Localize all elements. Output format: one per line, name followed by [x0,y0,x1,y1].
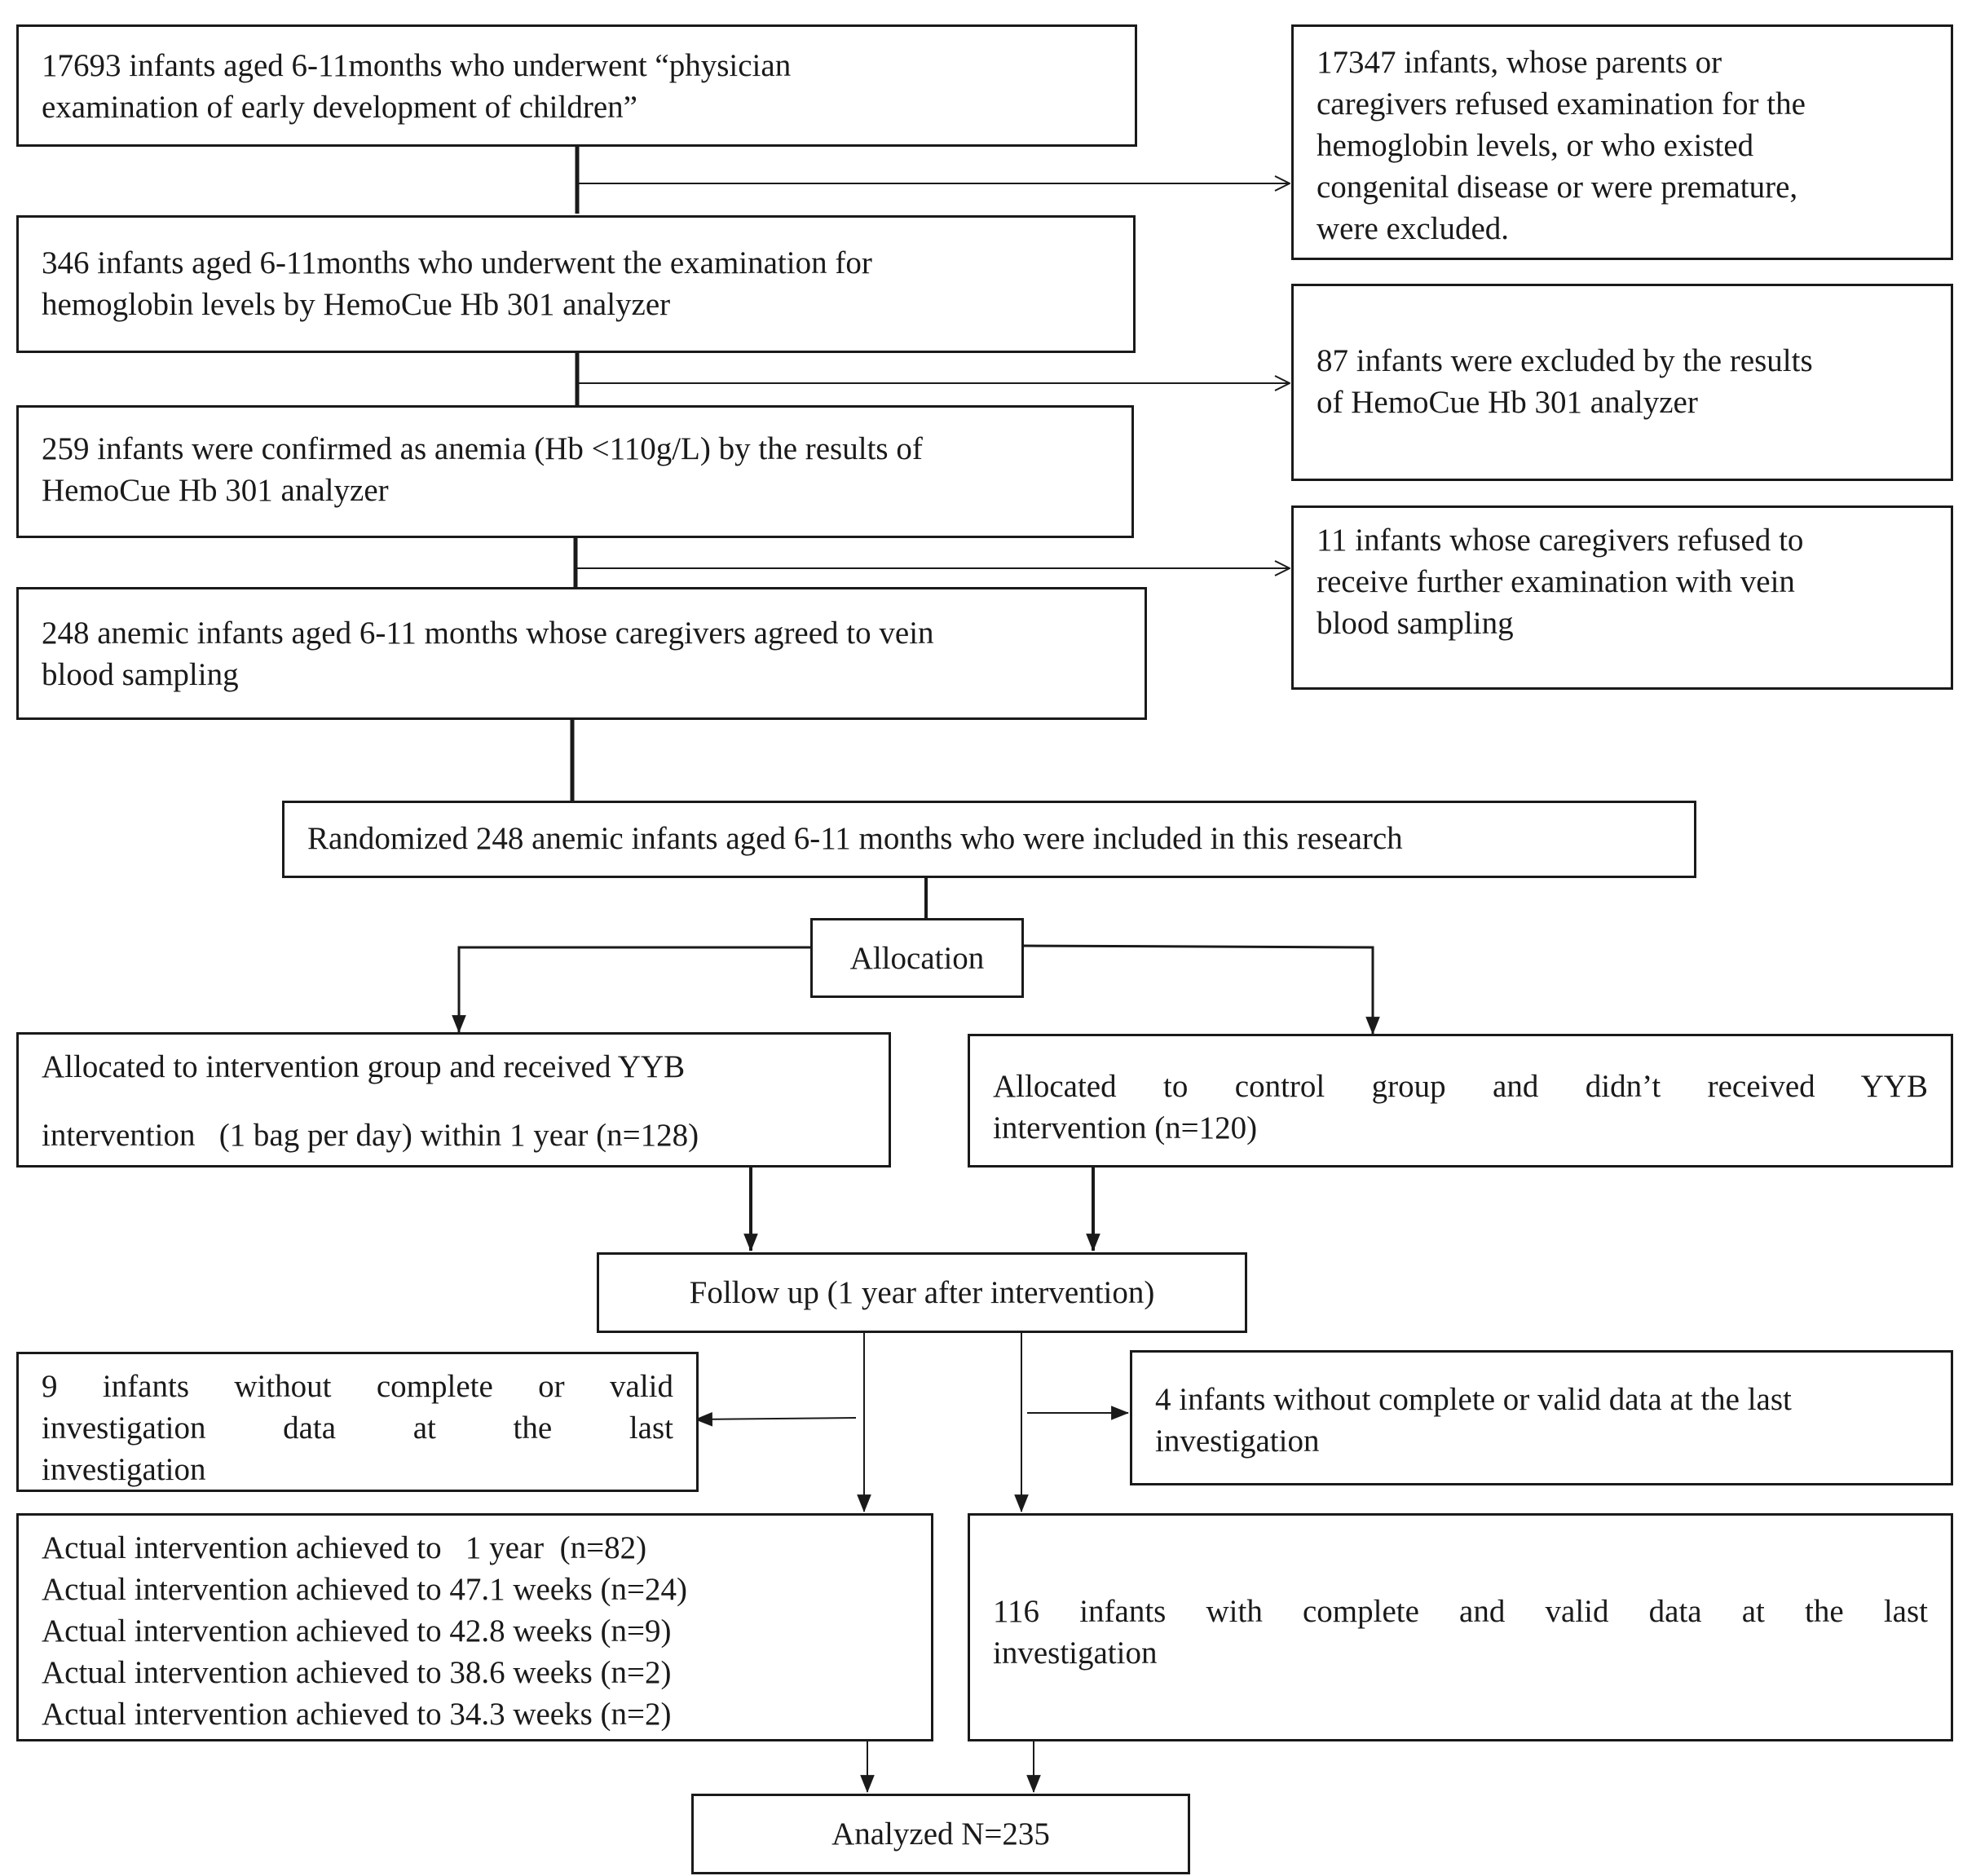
intervention-group-line-2: intervention (1 bag per day) within 1 ye… [42,1118,699,1153]
intervention-lost-box: 9 infants without complete or valid inve… [16,1352,699,1492]
vein-refusal-box: 11 infants whose caregivers refused to r… [1291,505,1953,690]
vein-refusal-line-3: blood sampling [1317,606,1514,641]
randomized-text: Randomized 248 anemic infants aged 6-11 … [307,821,1403,856]
control-lost-box: 4 infants without complete or valid data… [1130,1350,1953,1485]
intervention-lost-line-1: 9 infants without complete or valid [42,1369,673,1404]
vein-agreed-line-1: 248 anemic infants aged 6-11 months whos… [42,616,934,651]
screened-infants-box: 17693 infants aged 6-11months who underw… [16,24,1137,147]
vein-refusal-line-2: receive further examination with vein [1317,564,1795,599]
allocation-right-arrow [1021,944,1380,1035]
hemocue-exclusion-line-2: of HemoCue Hb 301 analyzer [1317,385,1698,420]
intervention-group-line-1: Allocated to intervention group and rece… [42,1049,686,1084]
actual-intervention-line-3: Actual intervention achieved to 42.8 wee… [42,1613,672,1649]
analyzed-text: Analyzed N=235 [831,1816,1050,1852]
control-complete-line-1: 116 infants with complete and valid data… [993,1594,1928,1629]
allocation-box: Allocation [810,918,1024,998]
first-exclusion-line-3: hemoglobin levels, or who existed [1317,128,1754,163]
actual-intervention-line-4: Actual intervention achieved to 38.6 wee… [42,1655,672,1690]
analyzed-box: Analyzed N=235 [691,1794,1190,1874]
control-group-line-2: intervention (n=120) [993,1110,1258,1145]
anemia-confirmed-line-1: 259 infants were confirmed as anemia (Hb… [42,431,923,466]
first-exclusion-line-4: congenital disease or were premature, [1317,170,1798,205]
allocation-left-arrow [452,946,810,1034]
intervention-group-box: Allocated to intervention group and rece… [16,1032,891,1168]
actual-intervention-line-2: Actual intervention achieved to 47.1 wee… [42,1572,687,1607]
first-exclusion-line-5: were excluded. [1317,211,1510,246]
follow-up-box: Follow up (1 year after intervention) [597,1252,1247,1333]
hemocue-examined-line-2: hemoglobin levels by HemoCue Hb 301 anal… [42,287,671,322]
control-lost-line-1: 4 infants without complete or valid data… [1155,1382,1792,1417]
randomized-box: Randomized 248 anemic infants aged 6-11 … [282,801,1696,878]
actual-intervention-line-5: Actual intervention achieved to 34.3 wee… [42,1697,672,1732]
screened-infants-line-1: 17693 infants aged 6-11months who underw… [42,48,792,83]
actual-intervention-box: Actual intervention achieved to 1 year (… [16,1513,933,1741]
vein-refusal-line-1: 11 infants whose caregivers refused to [1317,523,1804,558]
screened-infants-line-2: examination of early development of chil… [42,90,637,125]
control-complete-box: 116 infants with complete and valid data… [968,1513,1953,1741]
hemocue-examined-line-1: 346 infants aged 6-11months who underwen… [42,245,872,280]
control-lost-line-2: investigation [1155,1424,1320,1459]
actual-intervention-line-1: Actual intervention achieved to 1 year (… [42,1530,647,1565]
anemia-confirmed-line-2: HemoCue Hb 301 analyzer [42,473,389,508]
anemia-confirmed-box: 259 infants were confirmed as anemia (Hb… [16,405,1134,538]
hemocue-examined-box: 346 infants aged 6-11months who underwen… [16,215,1136,353]
intervention-lost-line-2: investigation data at the last [42,1410,673,1446]
first-exclusion-line-1: 17347 infants, whose parents or [1317,45,1722,80]
allocation-text: Allocation [849,940,985,976]
hemocue-exclusion-box: 87 infants were excluded by the results … [1291,284,1953,481]
hemocue-exclusion-line-1: 87 infants were excluded by the results [1317,343,1813,378]
follow-up-text: Follow up (1 year after intervention) [689,1275,1155,1310]
control-complete-line-2: investigation [993,1635,1158,1671]
intervention-lost-line-3: investigation [42,1452,206,1487]
first-exclusion-box: 17347 infants, whose parents or caregive… [1291,24,1953,260]
lost-intervention-arrow [694,1411,857,1427]
control-group-line-1: Allocated to control group and didn’t re… [993,1069,1928,1104]
vein-agreed-line-2: blood sampling [42,657,239,692]
first-exclusion-line-2: caregivers refused examination for the [1317,86,1806,121]
control-group-box: Allocated to control group and didn’t re… [968,1034,1953,1168]
vein-agreed-box: 248 anemic infants aged 6-11 months whos… [16,587,1147,720]
